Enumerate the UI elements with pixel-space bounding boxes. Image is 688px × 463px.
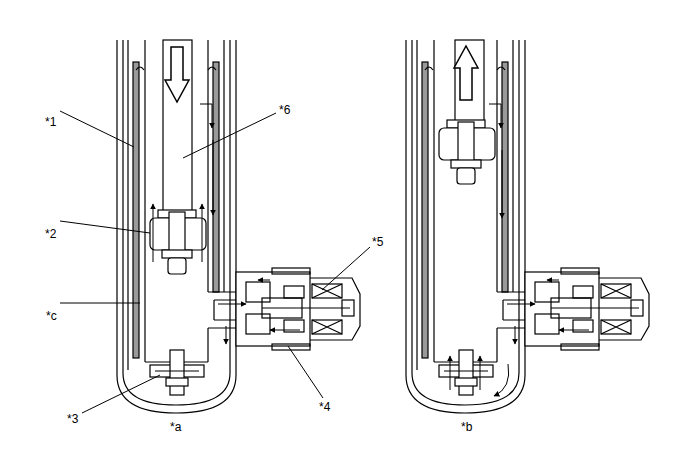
callout-number: *a [169, 420, 182, 434]
shock-body [406, 40, 649, 413]
callout-number: *4 [318, 400, 331, 414]
callout-number: *b [460, 420, 473, 434]
shock-body [117, 40, 360, 413]
flow-arrows [489, 104, 589, 344]
callout-number: *2 [44, 227, 57, 241]
flow-arrows [153, 140, 213, 262]
callout-number: *5 [371, 235, 384, 249]
leader-lines [60, 111, 370, 413]
callout-number: *6 [278, 103, 291, 117]
flow-arrows [450, 150, 509, 396]
callout-number: *c [45, 309, 58, 323]
callout-number: *1 [44, 115, 57, 129]
motion-arrow [454, 46, 478, 100]
flow-arrows [200, 104, 300, 344]
piston-rod [439, 40, 495, 184]
motion-arrow [165, 47, 189, 102]
callout-number: *3 [66, 412, 79, 426]
piston-rod [150, 40, 206, 274]
